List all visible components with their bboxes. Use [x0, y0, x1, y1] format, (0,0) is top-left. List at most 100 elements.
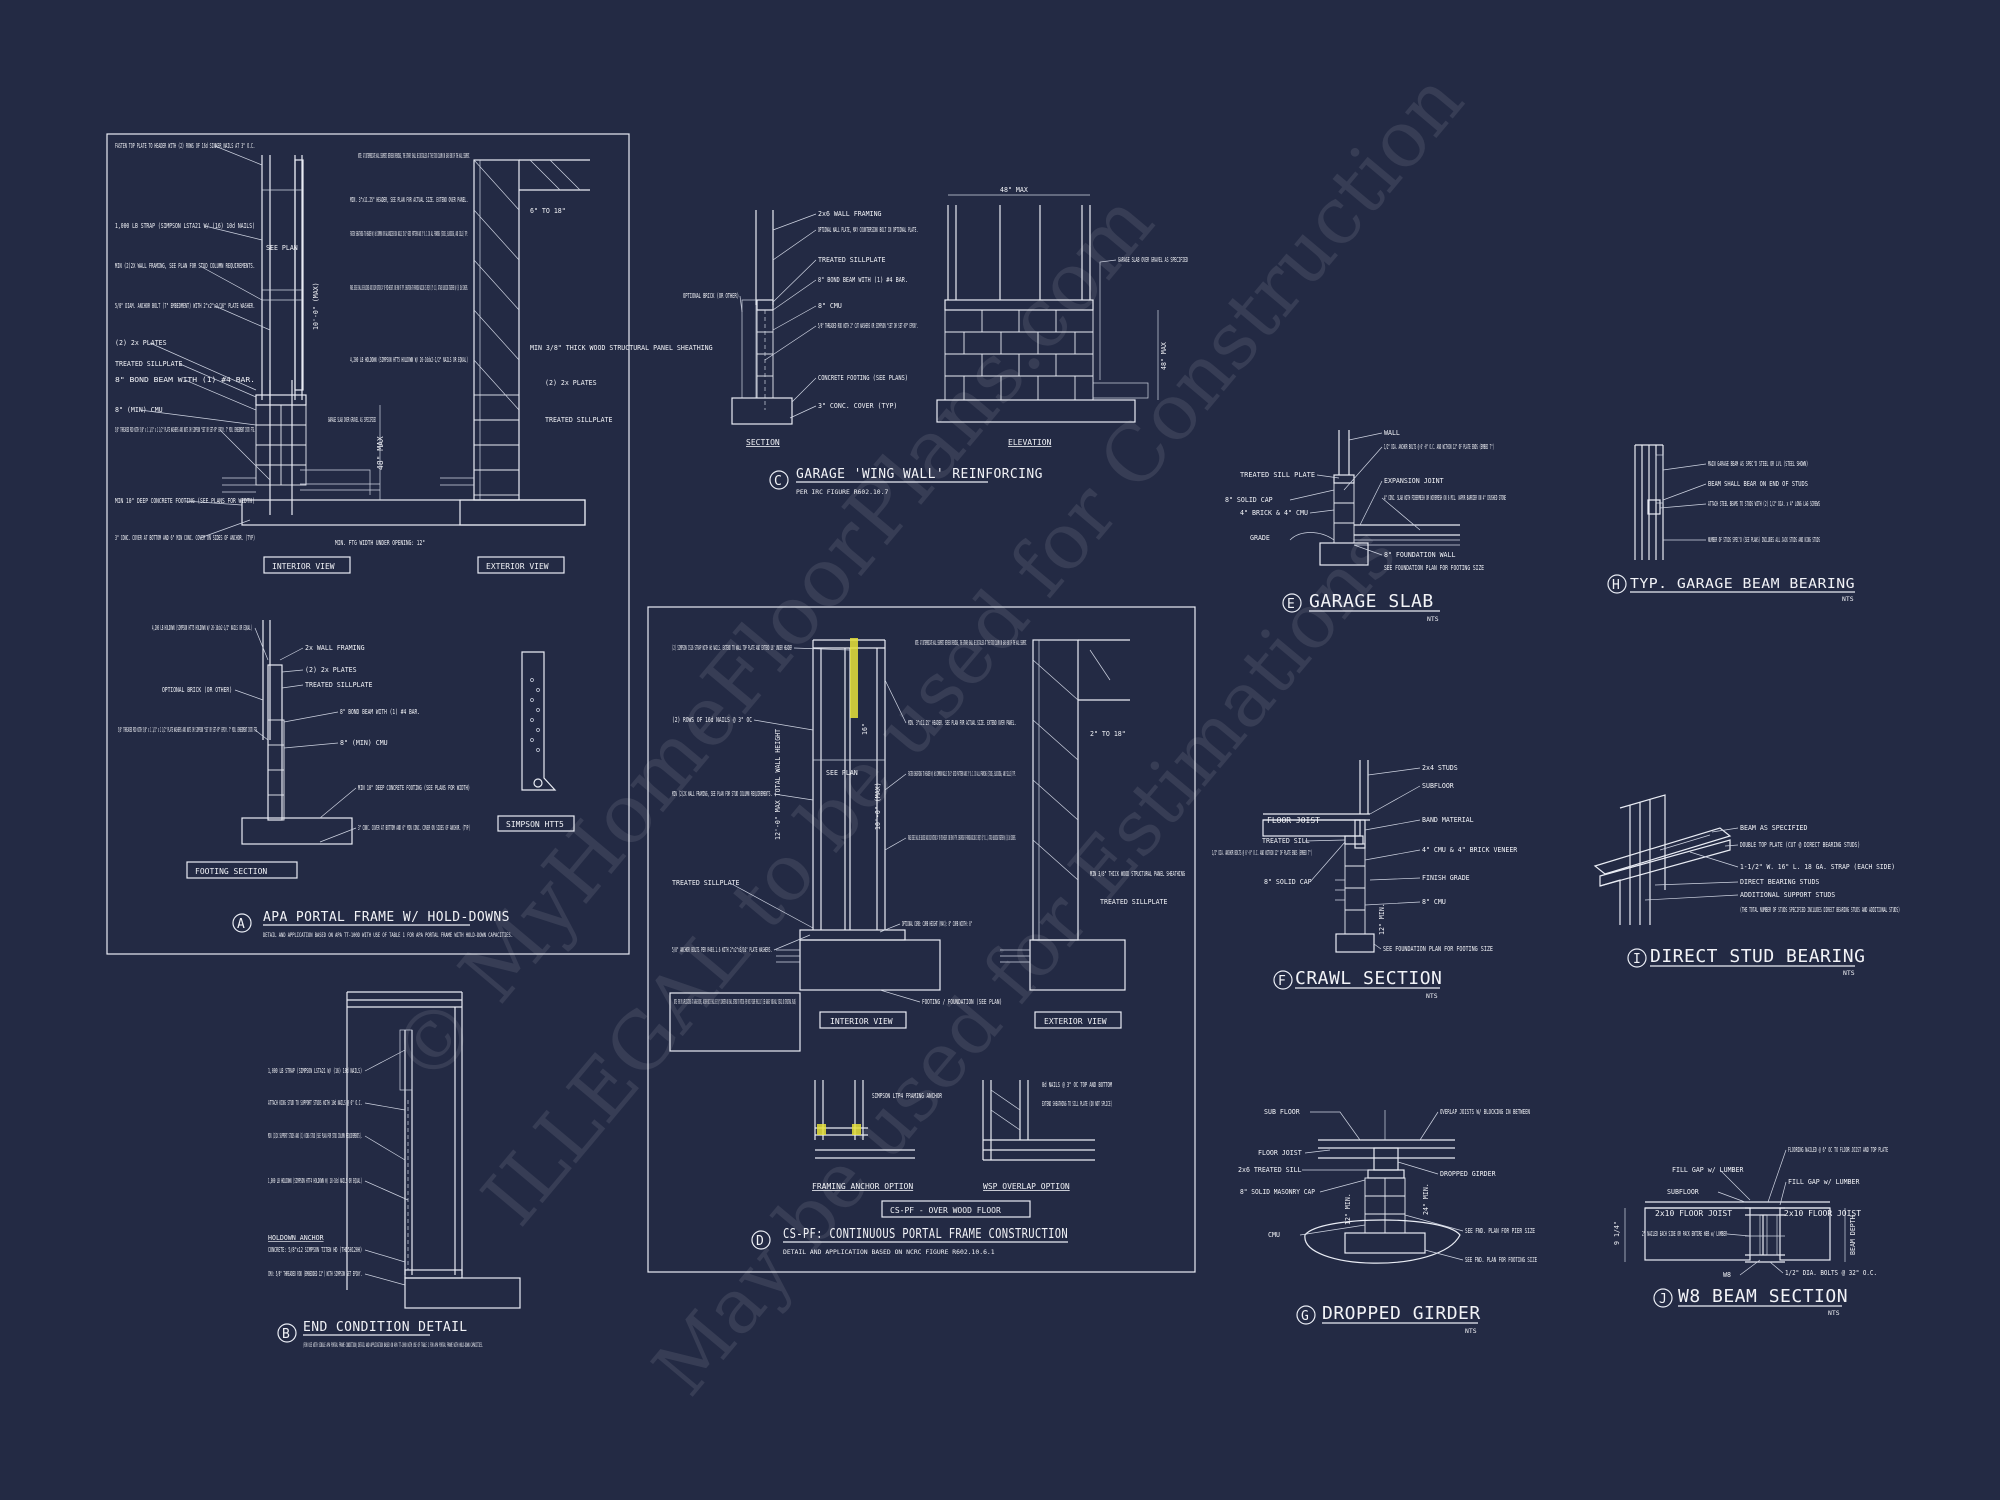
detail-h-note-3: NUMBER OF STUDS SPEC'D (SEE PLANS) INCLU…: [1708, 536, 1820, 544]
detail-f-note-8: FINISH GRADE: [1422, 874, 1470, 882]
detail-a-mid-note-6: MIN. FTG WIDTH UNDER OPENING: 12": [335, 539, 425, 547]
detail-b-letter: B: [282, 1327, 290, 1342]
detail-a-right-note-2: (2) 2x PLATES: [545, 379, 597, 387]
detail-d-interior-view-label: INTERIOR VIEW: [830, 1017, 893, 1026]
detail-a-note-8: 5/8" THREADED ROD WITH 5/8" x 1 1/2" x 1…: [115, 426, 255, 434]
detail-c-note-3: 8" BOND BEAM WITH (1) #4 BAR.: [818, 276, 908, 284]
detail-a-mid-note-5: GARAGE SLAB OVER GRAVEL AS SPECIFIED: [328, 416, 376, 424]
detail-d-note-2: MIN (2)2X WALL FRAMING, SEE PLAN FOR STU…: [672, 790, 772, 798]
detail-c-note-4: 8" CMU: [818, 302, 842, 310]
detail-d-see-plan: SEE PLAN: [826, 769, 858, 777]
detail-c-note-5: 5/8" THREADED ROD WITH 2" CUT WASHERS OR…: [818, 322, 918, 330]
detail-d-wsp-overlap-label: WSP OVERLAP OPTION: [983, 1182, 1070, 1191]
detail-j-note-4: W8: [1723, 1271, 1731, 1279]
detail-b-note-1: ATTACH KING STUD TO SUPPORT STUDS WITH 1…: [268, 1099, 362, 1107]
detail-e-note-1: 1/2" DIA. ANCHOR BOLTS @ 6'-0" O.C. AND …: [1384, 443, 1494, 451]
detail-f-letter: F: [1278, 974, 1286, 989]
detail-a-exterior-drawing: 6" TO 18" MIN 3/8" THICK WOOD STRUCTURAL…: [440, 159, 713, 526]
detail-c-note-2: TREATED SILLPLATE: [818, 256, 886, 264]
detail-a-mid-note-0: NOTE: AT INTERMEDIATE WALL SEGMENTS BETW…: [358, 152, 470, 160]
detail-i-note-0: BEAM AS SPECIFIED: [1740, 824, 1808, 832]
detail-a-note-7: 8" (MIN) CMU: [115, 406, 163, 414]
detail-h-letter: H: [1612, 578, 1620, 593]
detail-a-mid-note-1: MIN. 3"x11.25" HEADER, SEE PLAN FOR ACTU…: [350, 196, 468, 204]
detail-e-note-7: 8" SOLID CAP: [1225, 496, 1273, 504]
detail-i: BEAM AS SPECIFIED DOUBLE TOP PLATE (CUT …: [1593, 794, 1900, 977]
detail-j-note-1: SUBFLOOR: [1667, 1188, 1699, 1196]
detail-c-section-label: SECTION: [746, 438, 780, 447]
detail-f-note-10: SEE FOUNDATION PLAN FOR FOOTING SIZE: [1383, 945, 1493, 953]
detail-j-dim-1: BEAM DEPTH: [1849, 1215, 1857, 1255]
detail-d-framing-anchor-drawing: SIMPSON LTP4 FRAMING ANCHOR FRAMING ANCH…: [812, 1080, 942, 1191]
detail-d-letter: D: [756, 1234, 764, 1249]
detail-f-note-7: 8" SOLID CAP: [1264, 878, 1312, 886]
detail-g: SUB FLOOR OVERLAP JOISTS W/ BLOCKING IN …: [1238, 1108, 1537, 1335]
detail-i-note-2: 1-1/2" W. 16" L. 18 GA. STRAP (EACH SIDE…: [1740, 863, 1895, 871]
detail-d-anchor-note-1: 8d NAILS @ 3" OC TOP AND BOTTOM: [1042, 1081, 1112, 1089]
detail-c-subtitle: PER IRC FIGURE R602.10.7: [796, 488, 888, 496]
detail-d-mid-note-0: NOTE: AT INTERMEDIATE WALL SEGMENTS BETW…: [915, 639, 1027, 647]
detail-a-dim-height: 10'-0" (MAX): [312, 282, 320, 330]
detail-a-footing-note-7: 8" (MIN) CMU: [340, 739, 388, 747]
detail-c: SECTION 48" MAX 48" MAX ELEVATION 2x6 WA…: [683, 186, 1188, 496]
detail-j-note-3: 2" NAILED EACH SIDE OR PACK ENTIRE WEB w…: [1642, 1230, 1727, 1238]
detail-a-left-notes: FASTEN TOP PLATE TO HEADER WITH (2) ROWS…: [115, 142, 271, 542]
detail-c-note-8: OPTIONAL BRICK (OR OTHER): [683, 292, 739, 300]
detail-a-mid-note-2: FASTEN SHEATHING TO HEADER W/ 8d COMMON …: [350, 230, 468, 238]
detail-f-note-1: SUBFLOOR: [1422, 782, 1454, 790]
detail-d-note-4: 5/8" ANCHOR BOLTS PER R403.1.6 WITH 2"x2…: [672, 946, 772, 954]
detail-d: INTERIOR VIEW 12'-0" MAX TOTAL WALL HEIG…: [647, 606, 1196, 1273]
detail-f-note-4: TREATED SILL: [1262, 837, 1310, 845]
detail-c-title: GARAGE 'WING WALL' REINFORCING: [796, 467, 1043, 482]
detail-d-mid-note-5: FOOTING / FOUNDATION (SEE PLAN): [922, 998, 1002, 1006]
detail-a-footing-note-6: 8" BOND BEAM WITH (1) #4 BAR.: [340, 708, 420, 716]
detail-e-title: GARAGE SLAB: [1309, 591, 1434, 612]
detail-a-footing-note-8: MIN 10" DEEP CONCRETE FOOTING (SEE PLANS…: [358, 784, 470, 792]
detail-g-note-1: OVERLAP JOISTS W/ BLOCKING IN BETWEEN: [1440, 1108, 1530, 1116]
detail-j: 9 1/4" BEAM DEPTH FILL GAP w/ LUMBER SUB…: [1613, 1146, 1888, 1317]
detail-a-footing-section: FOOTING SECTION 4,200 LB HOLDOWN (SIMPSO…: [118, 620, 470, 879]
detail-b-note-6: CMU: 5/8" THREADED ROD (EMBEDDED 12") WI…: [268, 1270, 362, 1278]
detail-g-note-2: FLOOR JOIST: [1258, 1149, 1302, 1157]
detail-j-note-5: FLOORING NAILED @ 6" OC TO FLOOR JOIST A…: [1788, 1146, 1888, 1154]
detail-a-title: APA PORTAL FRAME W/ HOLD-DOWNS: [263, 910, 510, 925]
detail-j-note-2: 2x10 FLOOR JOIST: [1655, 1209, 1732, 1218]
detail-g-note-3: 2x6 TREATED SILL: [1238, 1166, 1302, 1174]
detail-a-right-note-0: 6" TO 18": [530, 207, 566, 215]
detail-i-note-4: ADDITIONAL SUPPORT STUDS: [1740, 891, 1835, 899]
detail-a-right-note-1: MIN 3/8" THICK WOOD STRUCTURAL PANEL SHE…: [530, 344, 713, 352]
detail-f-title: CRAWL SECTION: [1295, 968, 1442, 989]
detail-d-subtitle: DETAIL AND APPLICATION BASED ON NCRC FIG…: [783, 1248, 995, 1256]
detail-c-note-7: 3" CONC. COVER (TYP): [818, 402, 897, 410]
detail-a-right-note-3: TREATED SILLPLATE: [545, 416, 613, 424]
detail-j-scale: NTS: [1828, 1309, 1840, 1317]
detail-b: 1,000 LB STRAP (SIMPSON LSTA21 W/ (16) 1…: [268, 991, 521, 1349]
detail-h-note-1: BEAM SHALL BEAR ON END OF STUDS: [1708, 480, 1808, 488]
detail-a-note-1: 1,000 LB STRAP (SIMPSON LSTA21 W/ (16) 1…: [115, 222, 255, 230]
detail-d-mid-note-1: MIN. 3"x11.25" HEADER. SEE PLAN FOR ACTU…: [908, 719, 1016, 727]
detail-a-footing-note-2: 5/8" THREADED ROD WITH 5/8" x 1 1/2" x 1…: [118, 726, 258, 734]
detail-g-scale: NTS: [1465, 1327, 1477, 1335]
detail-b-note-0: 1,000 LB STRAP (SIMPSON LSTA21 W/ (16) 1…: [268, 1067, 362, 1075]
detail-d-wsp-overlap-drawing: 8d NAILS @ 3" OC TOP AND BOTTOM EXTEND S…: [982, 1080, 1112, 1191]
detail-b-note-3: 1,000 LB HOLDOWN (SIMPSON HTT4 HOLDOWN W…: [268, 1177, 362, 1185]
detail-d-note-0: (2) SIMPSON CS16 STRAP WITH 8d NAILS. EX…: [672, 644, 792, 652]
detail-f-note-6: 4" CMU & 4" BRICK VENEER: [1422, 846, 1517, 854]
detail-d-right-note-1: MIN 3/8" THICK WOOD STRUCTURAL PANEL SHE…: [1090, 870, 1185, 878]
detail-b-subtitle: (FOR USE WITH SINGLE APA PORTAL FRAME CO…: [303, 1341, 483, 1349]
detail-h-scale: NTS: [1842, 595, 1854, 603]
detail-i-note-1: DOUBLE TOP PLATE (CUT @ DIRECT BEARING S…: [1740, 841, 1860, 849]
detail-d-dim-max: 10'-0" (MAX): [874, 782, 882, 830]
detail-b-title: END CONDITION DETAIL: [303, 1320, 468, 1335]
detail-c-dim-side: 48" MAX: [1160, 342, 1168, 370]
detail-d-note-1: (2) ROWS OF 16d NAILS @ 3" OC: [672, 716, 752, 724]
detail-g-dim-1: 24" MIN.: [1422, 1183, 1430, 1215]
detail-g-note-0: SUB FLOOR: [1264, 1108, 1300, 1116]
detail-g-note-6: CMU: [1268, 1231, 1280, 1239]
detail-i-note-5: (THE TOTAL NUMBER OF STUDS SPECIFIED INC…: [1740, 906, 1900, 914]
detail-i-note-3: DIRECT BEARING STUDS: [1740, 878, 1819, 886]
detail-a-note-4: (2) 2x PLATES: [115, 339, 167, 347]
detail-a-mid-note-3: PANEL EDGES SHALL BE BLOCKED AND OCCUR W…: [350, 284, 468, 292]
detail-a-interior-drawing: 48" MAX SEE PLAN 10'-0" (MAX): [222, 155, 586, 526]
